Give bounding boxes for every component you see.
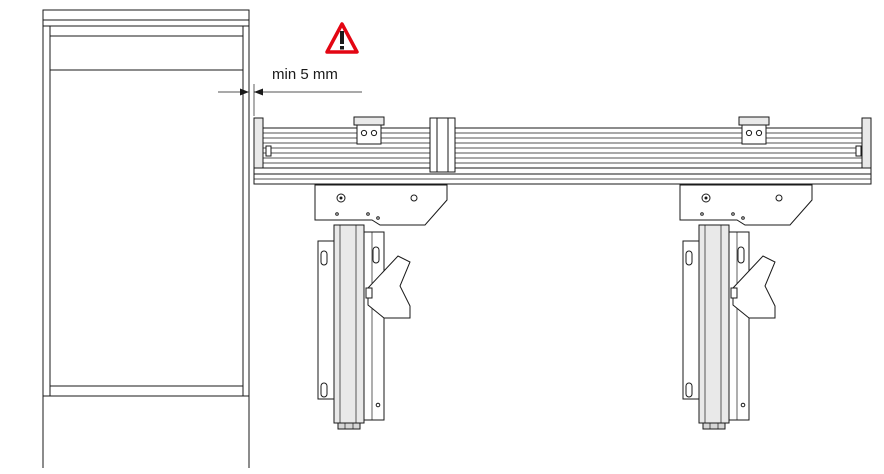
rail-assembly <box>253 117 872 185</box>
dimension-line <box>218 84 362 116</box>
cabinet <box>42 9 250 468</box>
clip-left <box>353 116 385 145</box>
clip-right <box>738 116 770 145</box>
dimension-label: min 5 mm <box>272 66 338 83</box>
bracket-left <box>314 184 448 430</box>
warning-icon <box>325 22 359 54</box>
bracket-right <box>679 184 813 430</box>
